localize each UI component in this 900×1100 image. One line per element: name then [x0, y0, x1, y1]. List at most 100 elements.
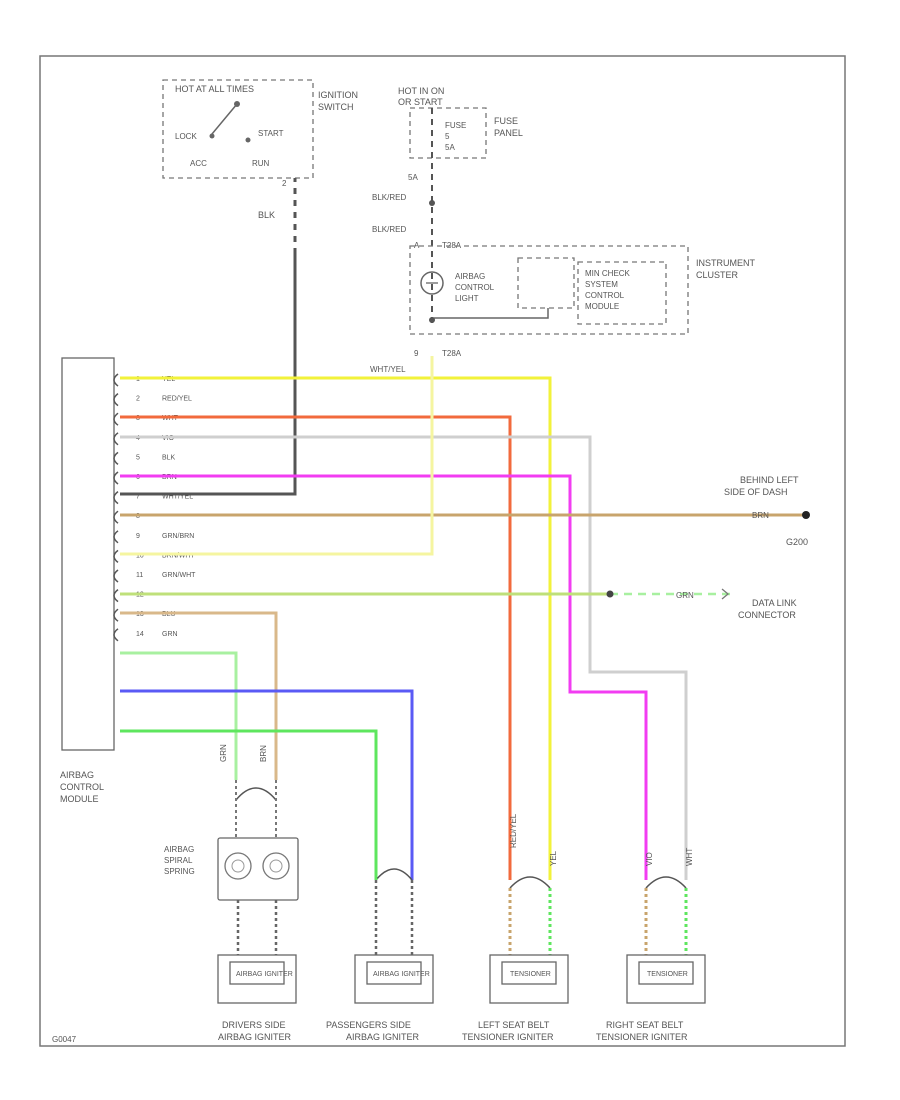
ignition-switch-label-1: IGNITION — [318, 90, 358, 100]
spiral-spring-coil-2-icon — [262, 852, 290, 880]
igniter-label-left-belt-2: TENSIONER IGNITER — [462, 1032, 554, 1042]
ground-wire-tag: BRN — [752, 511, 769, 520]
module-label-1: MIN CHECK — [585, 269, 631, 278]
module-pin-10: 10 — [136, 552, 144, 559]
module-label-2: SYSTEM — [585, 280, 618, 289]
cluster-wire-top: BLK/RED — [372, 193, 406, 202]
igniter-left-seat-belt: RED/YEL YEL TENSIONER LEFT SEAT BELT TEN… — [462, 813, 569, 1042]
igniter-box-right-belt — [626, 954, 706, 1004]
igniter-inner-passengers — [366, 961, 422, 985]
cluster-pin-bottom: 9 — [414, 349, 419, 358]
spring-wire-b: BRN — [259, 745, 268, 762]
diagram-frame — [39, 55, 846, 1047]
igniter-inner-drivers — [229, 961, 285, 985]
splice-fuse — [429, 200, 435, 206]
module-pin-11: 11 — [136, 572, 143, 579]
cluster-wire-mid: BLK/RED — [372, 225, 406, 234]
spiral-spring-box — [217, 837, 299, 901]
module-terminal-2 — [113, 393, 119, 407]
rsb-tag-b: WHT — [685, 848, 694, 866]
fuse-hot-label-2: OR START — [398, 97, 443, 107]
min-check-inner-box — [577, 261, 667, 325]
igniter-passengers-side: AIRBAG IGNITER PASSENGERS SIDE AIRBAG IG… — [326, 868, 434, 1042]
switch-blade — [211, 103, 238, 135]
airbag-module-label-3: MODULE — [60, 794, 99, 804]
module-terminal-8 — [113, 510, 119, 524]
light-label-3: LIGHT — [455, 294, 479, 303]
igniter-right-seat-belt: VIO WHT TENSIONER RIGHT SEAT BELT TENSIO… — [596, 848, 706, 1042]
spring-label-1: AIRBAG — [164, 845, 194, 854]
spring-label-3: SPRING — [164, 867, 195, 876]
cluster-label-1: INSTRUMENT — [696, 258, 755, 268]
module-terminal-14 — [113, 628, 119, 642]
module-label-4: MODULE — [585, 302, 619, 311]
cluster-conn-bottom: T28A — [442, 349, 462, 358]
ground-label-2: SIDE OF DASH — [724, 487, 788, 497]
switch-lock-label: LOCK — [175, 132, 197, 141]
rsb-tag-a: VIO — [645, 852, 654, 866]
airbag-light-icon — [420, 271, 444, 295]
wire-yel — [120, 376, 552, 880]
module-terminal-7 — [113, 491, 119, 505]
switch-contact-run — [245, 137, 251, 143]
module-terminal-10 — [113, 549, 119, 563]
module-terminal-3 — [113, 412, 119, 426]
igniter-inner-label-right-belt: TENSIONER — [647, 971, 688, 978]
module-pin-wire-5: BLK — [162, 454, 176, 461]
wire-grn-wht — [120, 651, 238, 780]
fuse-panel-label-2: PANEL — [494, 128, 523, 138]
igniter-inner-label-passengers: AIRBAG IGNITER — [373, 971, 430, 978]
wire-red-yel — [120, 415, 512, 880]
pass-connector-cap — [375, 868, 413, 881]
min-check-module-box — [517, 257, 575, 309]
module-pin-wire-9: GRN/BRN — [162, 533, 194, 540]
ground-point-icon — [802, 511, 810, 519]
fuse-label-3: 5A — [445, 143, 455, 152]
igniter-label-left-belt-1: LEFT SEAT BELT — [478, 1020, 550, 1030]
module-pin-13: 13 — [136, 611, 144, 618]
module-pin-14: 14 — [136, 631, 144, 638]
igniter-label-passengers-1: PASSENGERS SIDE — [326, 1020, 411, 1030]
instrument-cluster: AIRBAG CONTROL LIGHT MIN CHECK SYSTEM CO… — [409, 245, 755, 335]
cluster-conn-top: T28A — [442, 241, 462, 250]
lsb-connector-cap — [509, 876, 551, 889]
module-pin-9: 9 — [136, 533, 140, 540]
igniter-label-drivers-1: DRIVERS SIDE — [222, 1020, 286, 1030]
instrument-cluster-box — [409, 245, 689, 335]
module-pin-5: 5 — [136, 454, 140, 461]
wire-brn-wht — [120, 611, 278, 780]
module-terminal-13 — [113, 608, 119, 622]
cluster-internal-wire — [432, 308, 549, 319]
airbag-module-box — [61, 357, 115, 751]
spring-label-2: SPIRAL — [164, 856, 193, 865]
fuse-label-1: FUSE — [445, 121, 466, 130]
ignition-switch: HOT AT ALL TIMES IGNITION SWITCH LOCK ST… — [162, 79, 358, 220]
igniter-drivers-side: AIRBAG IGNITER DRIVERS SIDE AIRBAG IGNIT… — [217, 954, 297, 1042]
light-label-2: CONTROL — [455, 283, 495, 292]
igniter-box-passengers — [354, 954, 434, 1004]
ign-wire-label: BLK — [258, 210, 275, 220]
dlc-connector-icon — [721, 588, 730, 600]
module-pin-wire-14: GRN — [162, 631, 178, 638]
dlc-wire-tag: GRN — [676, 591, 694, 600]
dlc-label-1: DATA LINK — [752, 598, 797, 608]
module-terminal-5 — [113, 451, 119, 465]
fuse-label-2: 5 — [445, 132, 450, 141]
igniter-inner-label-left-belt: TENSIONER — [510, 971, 551, 978]
igniter-box-drivers — [217, 954, 297, 1004]
module-pin-3: 3 — [136, 415, 140, 422]
figure-id: G0047 — [52, 1035, 77, 1044]
module-pin-wire-7: WHT/YEL — [162, 494, 193, 501]
module-pin-2: 2 — [136, 396, 140, 403]
cluster-wire-bottom: WHT/YEL — [370, 365, 406, 374]
spiral-spring-coil-1-icon — [224, 852, 252, 880]
wire-blk-ignition — [120, 178, 297, 496]
fuse-hot-label-1: HOT IN ON — [398, 86, 444, 96]
wire-wht-yel — [120, 356, 434, 556]
lsb-tag-a: RED/YEL — [509, 813, 518, 848]
module-label-3: CONTROL — [585, 291, 625, 300]
igniter-box-left-belt — [489, 954, 569, 1004]
